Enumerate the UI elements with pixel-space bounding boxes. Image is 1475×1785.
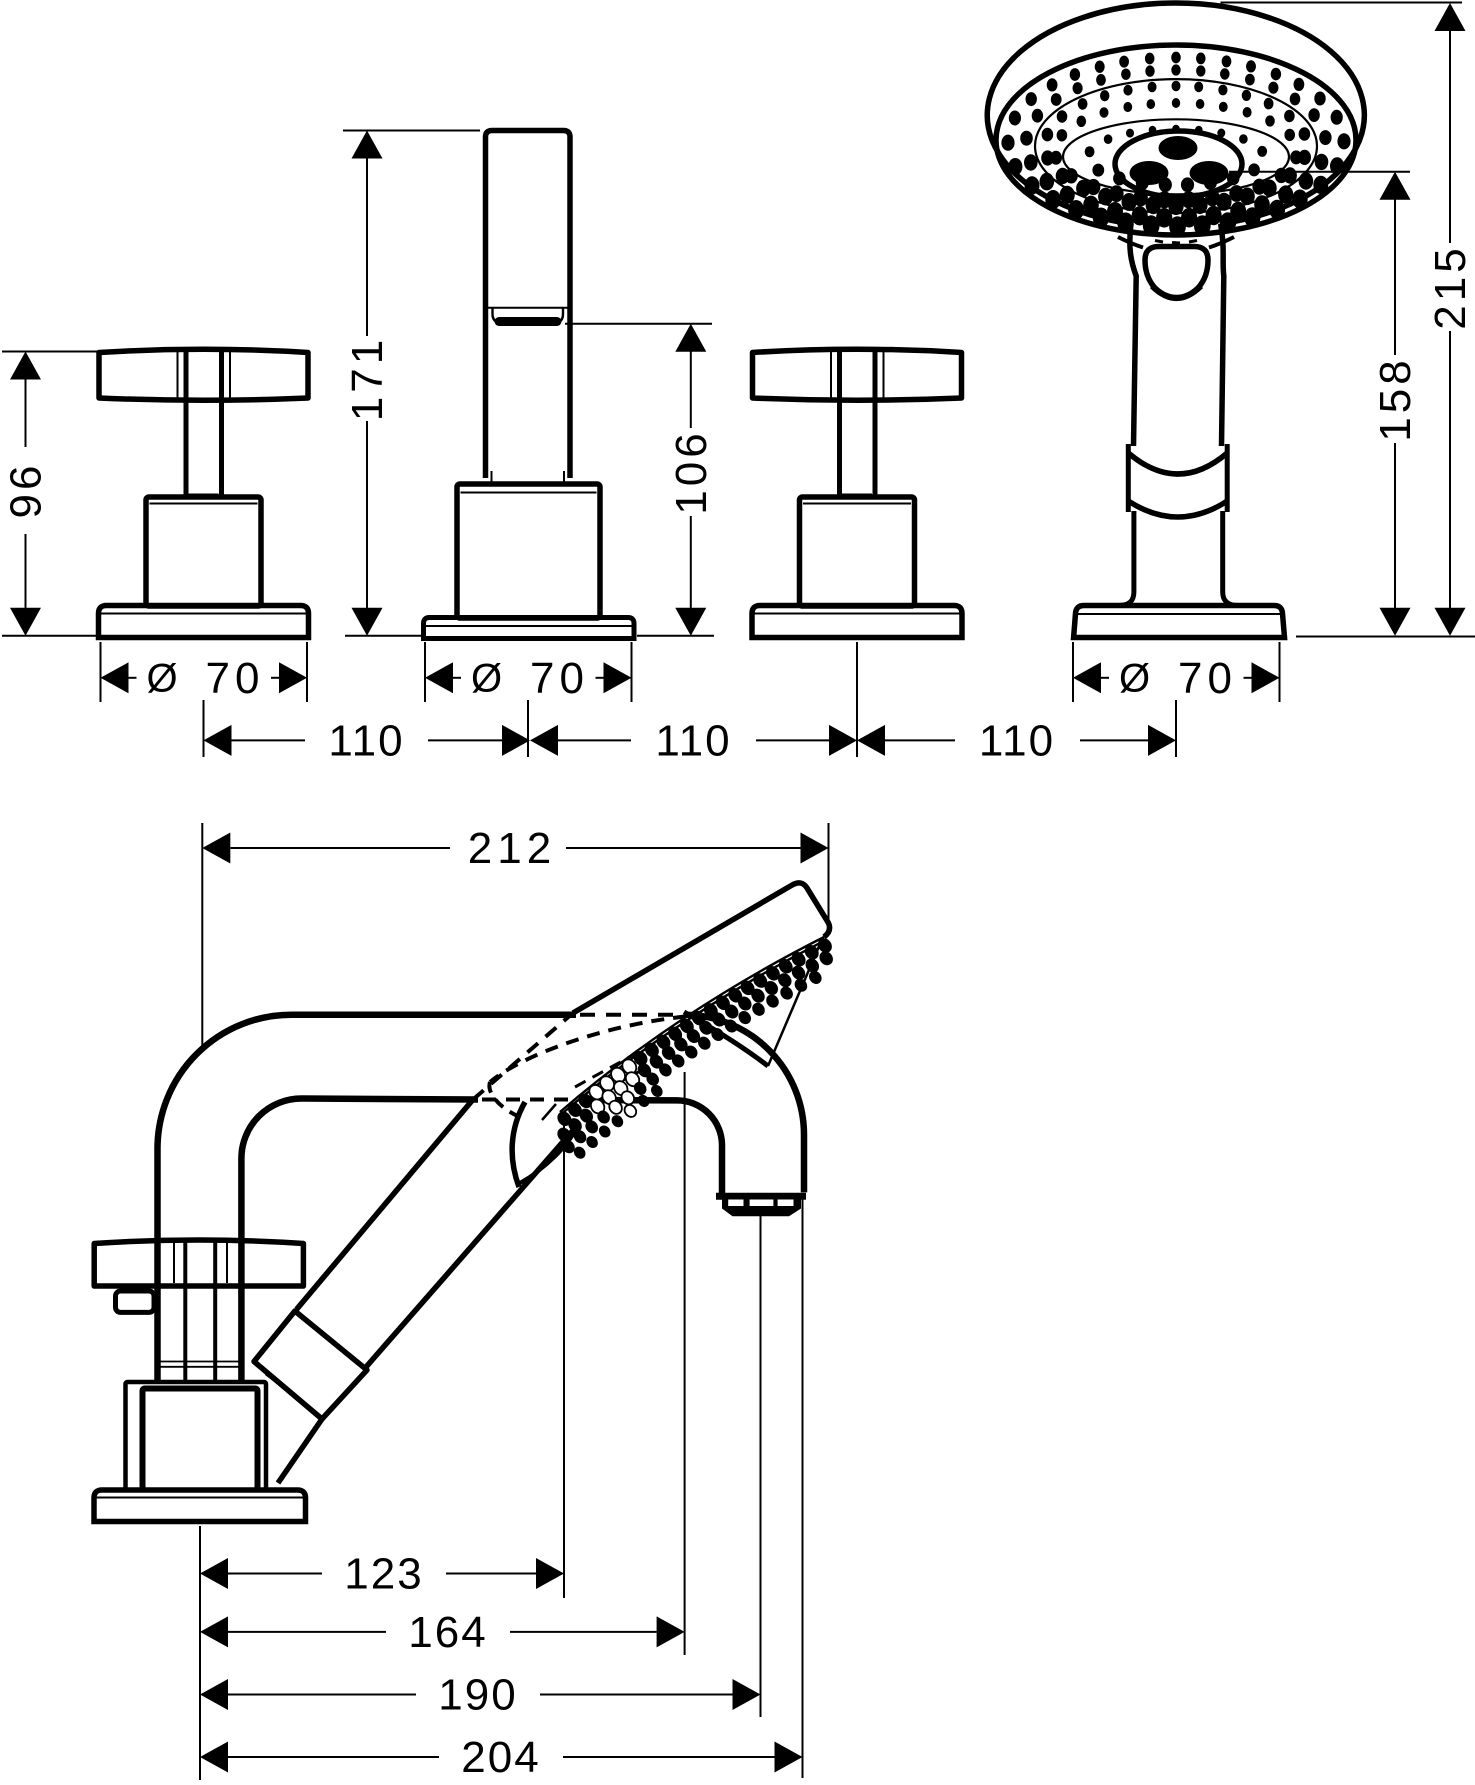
svg-text:96: 96 [2, 462, 51, 519]
svg-text:110: 110 [979, 717, 1055, 766]
svg-text:70: 70 [530, 654, 589, 703]
svg-text:106: 106 [667, 429, 716, 514]
svg-text:70: 70 [206, 654, 265, 703]
svg-text:215: 215 [1426, 244, 1475, 329]
svg-text:158: 158 [1371, 356, 1420, 441]
svg-text:204: 204 [461, 1733, 540, 1780]
svg-text:190: 190 [438, 1671, 517, 1720]
svg-text:Ø: Ø [146, 657, 181, 701]
svg-text:Ø: Ø [471, 657, 506, 701]
svg-text:123: 123 [344, 1550, 423, 1599]
svg-text:110: 110 [655, 717, 731, 766]
svg-text:164: 164 [408, 1608, 487, 1657]
svg-text:Ø: Ø [1119, 657, 1154, 701]
svg-text:110: 110 [328, 717, 404, 766]
svg-text:171: 171 [343, 336, 392, 421]
svg-text:212: 212 [468, 824, 556, 873]
svg-text:70: 70 [1178, 654, 1237, 703]
